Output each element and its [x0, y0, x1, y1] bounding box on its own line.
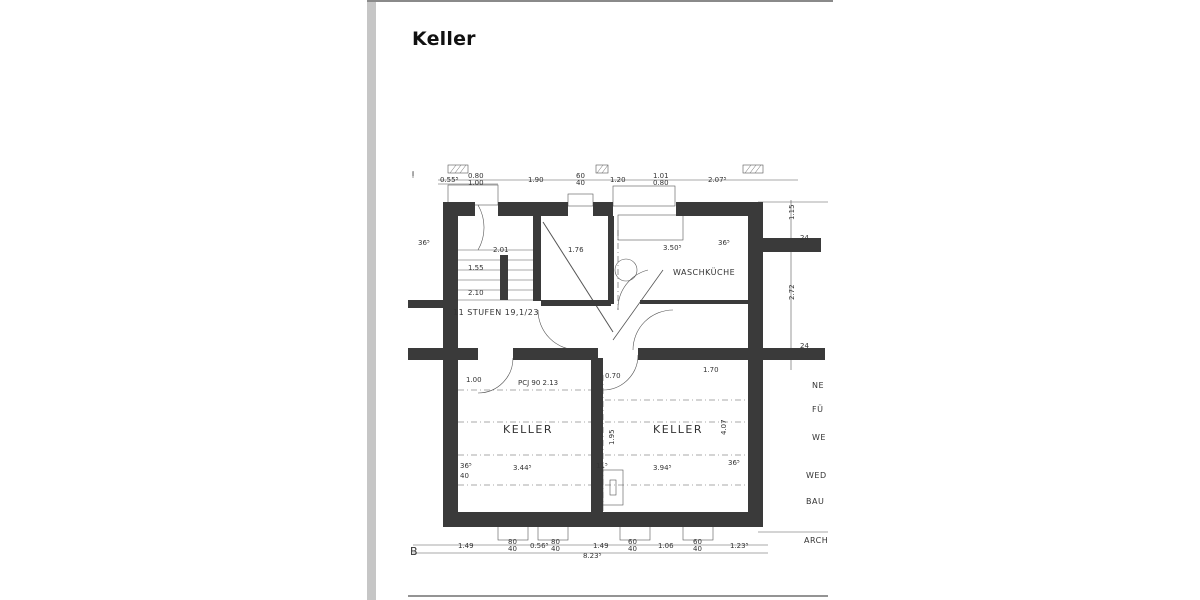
svg-text:1.06: 1.06	[658, 542, 674, 550]
svg-text:40: 40	[628, 545, 637, 553]
svg-text:1.90: 1.90	[528, 176, 544, 184]
room-label-keller-right: KELLER	[653, 423, 703, 436]
svg-text:36⁵: 36⁵	[718, 239, 730, 247]
svg-text:0.80: 0.80	[653, 179, 669, 187]
svg-text:1.15: 1.15	[788, 204, 796, 220]
svg-text:0.55⁵: 0.55⁵	[440, 176, 459, 184]
axis-label-bottom: B	[410, 545, 419, 558]
svg-text:40: 40	[576, 179, 585, 187]
svg-text:3.94⁵: 3.94⁵	[653, 464, 672, 472]
document-sidebar-edge	[367, 0, 376, 600]
svg-text:WE: WE	[812, 433, 826, 442]
svg-text:1.95: 1.95	[608, 429, 616, 445]
page-top-border	[367, 0, 833, 2]
svg-text:40: 40	[460, 472, 469, 480]
svg-text:4.07: 4.07	[720, 419, 728, 435]
svg-text:1.55: 1.55	[468, 264, 484, 272]
svg-text:40: 40	[508, 545, 517, 553]
svg-text:24: 24	[800, 234, 809, 242]
floor-plan-drawing: I 0.55⁵ 0.80 1.00 1.90 60 40 1.20 1.01 0…	[408, 160, 833, 600]
svg-text:40: 40	[693, 545, 702, 553]
svg-text:ARCH: ARCH	[804, 536, 828, 545]
svg-text:2.07⁵: 2.07⁵	[708, 176, 727, 184]
svg-text:0.80: 0.80	[468, 172, 484, 180]
svg-text:3.50⁵: 3.50⁵	[663, 244, 682, 252]
svg-text:60: 60	[693, 538, 702, 546]
room-label-waschkueche: WASCHKÜCHE	[673, 267, 735, 277]
room-label-keller-left: KELLER	[503, 423, 553, 436]
svg-text:0.56⁵: 0.56⁵	[530, 542, 549, 550]
svg-text:3.44⁵: 3.44⁵	[513, 464, 532, 472]
svg-text:36⁵: 36⁵	[460, 462, 472, 470]
svg-text:80: 80	[551, 538, 560, 546]
svg-text:PCJ 90 2.13: PCJ 90 2.13	[518, 379, 558, 387]
svg-text:8.23⁵: 8.23⁵	[583, 552, 602, 560]
svg-text:60: 60	[628, 538, 637, 546]
svg-text:36⁵: 36⁵	[728, 459, 740, 467]
svg-text:2.72: 2.72	[788, 284, 796, 300]
svg-text:80: 80	[508, 538, 517, 546]
stair-label: 11 STUFEN 19,1/23	[453, 308, 539, 317]
svg-text:36⁵: 36⁵	[418, 239, 430, 247]
svg-text:60: 60	[576, 172, 585, 180]
axis-label-top: I	[412, 170, 414, 178]
svg-text:2.01: 2.01	[493, 246, 509, 254]
svg-text:11⁵: 11⁵	[596, 462, 608, 470]
svg-text:FÜ: FÜ	[812, 404, 823, 414]
svg-text:BAU: BAU	[806, 497, 824, 506]
svg-text:1.49: 1.49	[593, 542, 609, 550]
svg-text:2.10: 2.10	[468, 289, 484, 297]
svg-text:40: 40	[551, 545, 560, 553]
svg-text:1.76: 1.76	[568, 246, 584, 254]
svg-text:1.23⁵: 1.23⁵	[730, 542, 749, 550]
svg-text:1.20: 1.20	[610, 176, 626, 184]
svg-text:1.00: 1.00	[466, 376, 482, 384]
svg-text:1.01: 1.01	[653, 172, 669, 180]
svg-text:WED: WED	[806, 471, 827, 480]
svg-text:1.70: 1.70	[703, 366, 719, 374]
svg-text:1.00: 1.00	[468, 179, 484, 187]
svg-text:NE: NE	[812, 381, 824, 390]
page-title: Keller	[412, 28, 476, 50]
svg-text:1.49: 1.49	[458, 542, 474, 550]
svg-text:24: 24	[800, 342, 809, 350]
svg-text:0.70: 0.70	[605, 372, 621, 380]
